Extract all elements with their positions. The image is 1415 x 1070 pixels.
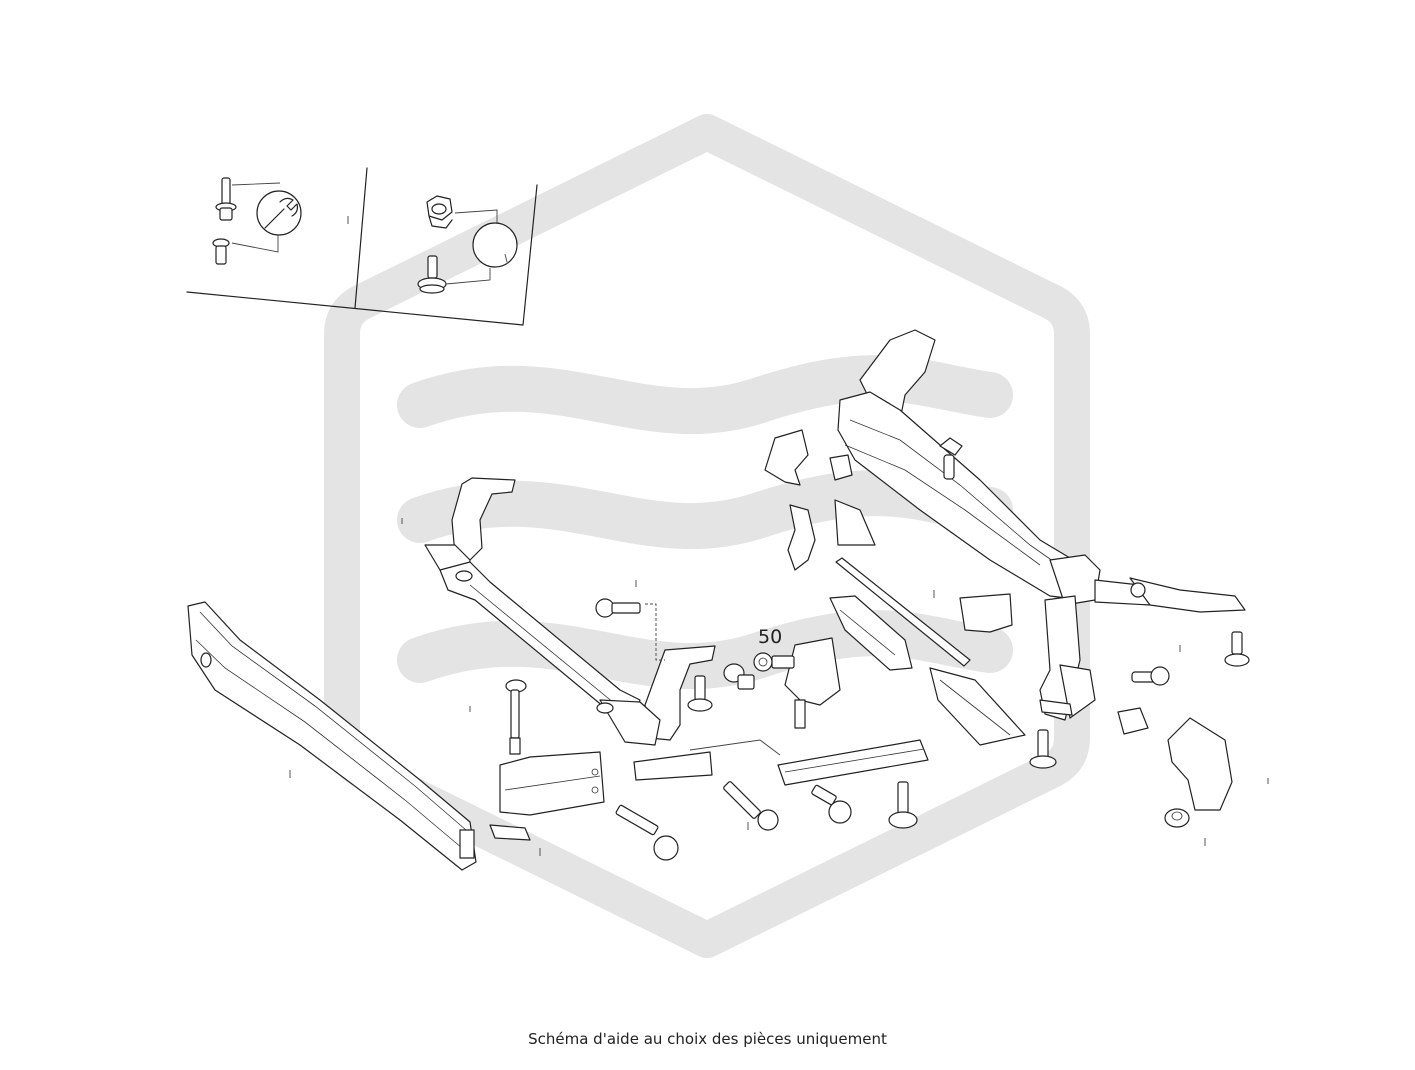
long-bolt	[505, 679, 527, 755]
callout-50: 50	[758, 626, 782, 648]
clip-fastener-top	[939, 437, 963, 480]
side-bracket-upper	[764, 429, 809, 486]
lower-cross-member	[401, 477, 716, 746]
headlamp-bracket	[784, 637, 841, 729]
stud-bolt-right	[1224, 631, 1250, 667]
fender-bracket	[1167, 717, 1233, 811]
bracket-plate-left	[499, 751, 605, 816]
pin-fastener	[1029, 729, 1057, 769]
long-rail	[777, 739, 929, 786]
deflector-panel	[829, 595, 913, 671]
nut-right	[1164, 808, 1190, 828]
inset-bolt-long	[215, 177, 237, 221]
small-rail	[633, 751, 713, 781]
hex-bolt-long-b	[723, 781, 779, 831]
washer	[753, 652, 773, 672]
bumper-beam	[187, 601, 477, 871]
shim-plate	[489, 824, 531, 841]
upper-cross-member	[829, 329, 1246, 721]
diagram-caption: Schéma d'aide au choix des pièces unique…	[528, 1030, 887, 1048]
square-nut	[1117, 707, 1149, 735]
side-bracket-mid	[787, 504, 816, 571]
watermark-logo	[324, 114, 1090, 958]
hex-bolt-long-a	[615, 804, 679, 861]
pin-bolt	[687, 675, 713, 712]
inset-panel	[186, 167, 538, 326]
wrench-icon	[256, 190, 302, 236]
flange-nut-bolt	[811, 784, 852, 824]
spring-clip	[1131, 666, 1170, 686]
inset-bolt-short	[212, 238, 230, 265]
stud-bolt	[888, 781, 918, 829]
circle-icon	[472, 222, 518, 268]
clip-screw	[771, 655, 795, 669]
bolt-flange-a	[595, 598, 641, 618]
inset-nut	[426, 195, 453, 229]
washer-bolt	[723, 663, 755, 690]
trim-strip	[835, 557, 971, 667]
air-guide-panel	[929, 667, 1026, 746]
